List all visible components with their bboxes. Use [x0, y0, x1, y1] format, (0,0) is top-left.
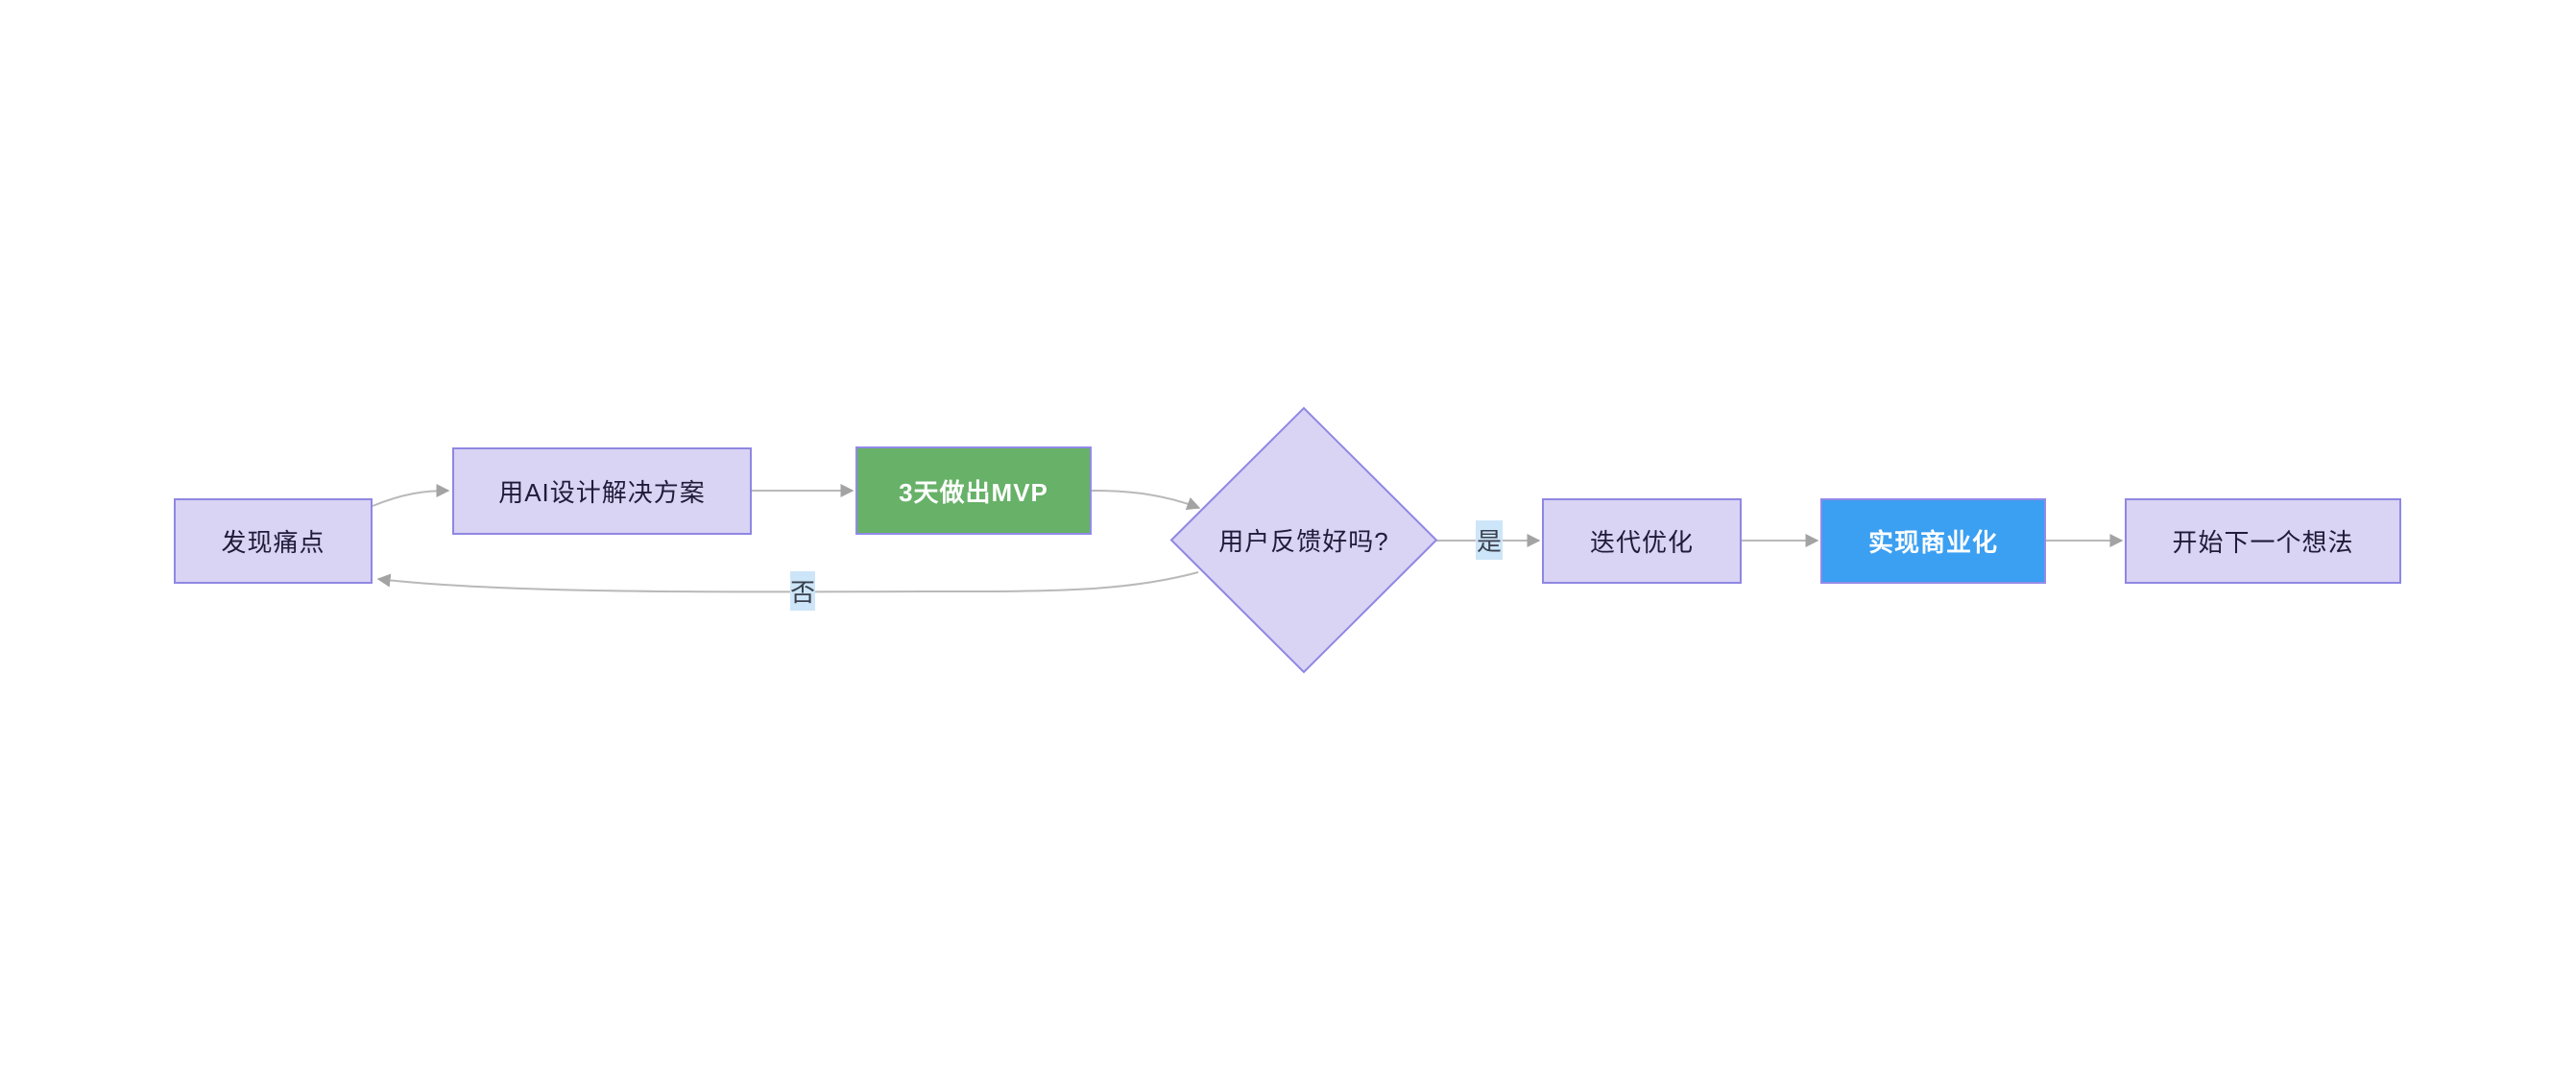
node-start-next-idea: 开始下一个想法	[2125, 498, 2401, 584]
node-label: 发现痛点	[221, 528, 325, 557]
decision-diamond	[1169, 406, 1438, 674]
node-user-feedback-decision: 用户反馈好吗?	[1171, 408, 1436, 672]
edge-decision-to-pain-no	[376, 571, 1199, 593]
node-label: 开始下一个想法	[2172, 528, 2354, 557]
node-label: 用户反馈好吗?	[1218, 527, 1389, 556]
edge-mvp-to-decision	[1091, 490, 1201, 511]
edge-label-no: 否	[790, 571, 815, 611]
node-mvp-in-3-days: 3天做出MVP	[855, 446, 1092, 535]
node-label: 3天做出MVP	[899, 477, 1048, 507]
node-label: 实现商业化	[1867, 528, 1998, 557]
node-label: 迭代优化	[1589, 528, 1694, 557]
node-discover-pain-point: 发现痛点	[174, 498, 373, 584]
node-commercialize: 实现商业化	[1820, 498, 2046, 584]
edge-label-yes: 是	[1476, 520, 1503, 560]
edge-label-text: 否	[790, 578, 816, 607]
node-label: 用AI设计解决方案	[498, 478, 706, 507]
node-ai-design-solution: 用AI设计解决方案	[452, 447, 752, 535]
edge-label-text: 是	[1476, 527, 1502, 556]
edge-pain-to-ai	[372, 484, 450, 507]
node-iterate-optimize: 迭代优化	[1542, 498, 1742, 584]
